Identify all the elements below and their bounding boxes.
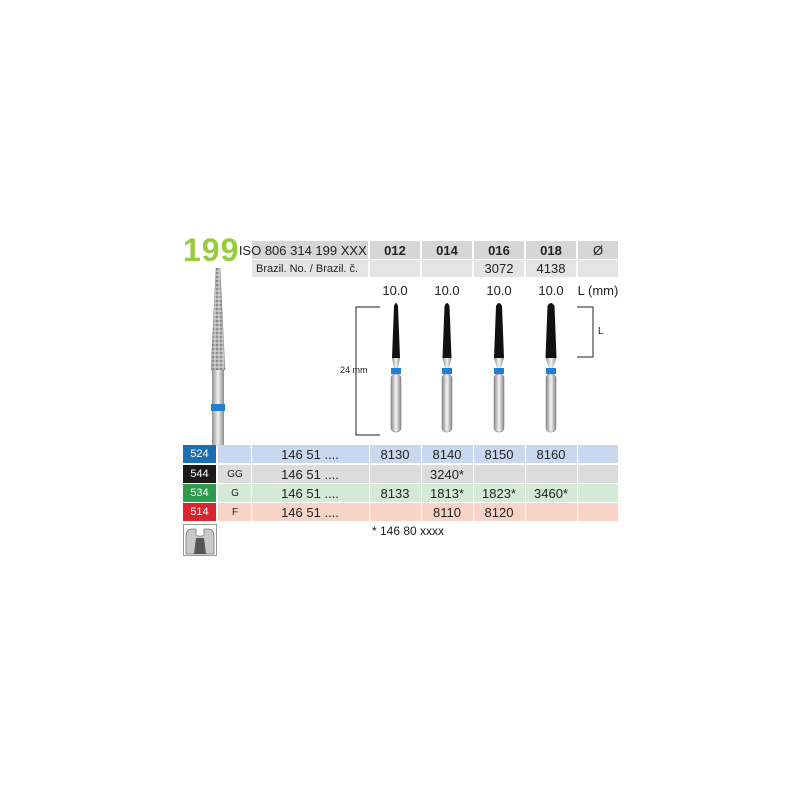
length-value: 10.0 xyxy=(486,282,512,298)
length-value: 10.0 xyxy=(382,282,408,298)
column-divider xyxy=(369,465,370,483)
column-divider xyxy=(525,445,526,463)
column-divider xyxy=(369,484,370,502)
brazil-value xyxy=(370,260,420,277)
diameter-symbol: Ø xyxy=(578,241,618,259)
table-row xyxy=(218,484,618,502)
column-divider xyxy=(473,503,474,521)
table-cell xyxy=(370,465,420,483)
column-divider xyxy=(577,484,578,502)
column-divider xyxy=(473,484,474,502)
model-number: 199 xyxy=(183,232,240,268)
brazil-value: 3072 xyxy=(474,260,524,277)
column-divider xyxy=(525,503,526,521)
bur-016-icon xyxy=(493,303,505,433)
column-divider xyxy=(525,465,526,483)
size-014: 014 xyxy=(422,241,472,259)
table-cell: 8130 xyxy=(380,446,410,462)
bur-014-icon xyxy=(441,303,453,433)
length-value: 10.0 xyxy=(538,282,564,298)
column-divider xyxy=(577,445,578,463)
working-length-bracket xyxy=(577,306,594,358)
column-divider xyxy=(421,503,422,521)
table-cell: 8140 xyxy=(432,446,462,462)
reference-number: 146 51 .... xyxy=(281,485,339,501)
series-code-badge: 514 xyxy=(183,503,216,521)
brazil-label: Brazil. No. / Brazil. č. xyxy=(252,260,368,277)
table-cell: 1813* xyxy=(430,485,464,501)
iso-label: ISO 806 314 199 XXX ... xyxy=(238,241,382,259)
reference-number: 146 51 .... xyxy=(281,504,339,520)
table-cell: 3240* xyxy=(430,466,464,482)
total-length-label: 24 mm xyxy=(340,365,368,375)
brazil-empty xyxy=(578,260,618,277)
grit-label: GG xyxy=(227,468,243,480)
brazil-value xyxy=(422,260,472,277)
grit-label: F xyxy=(231,506,239,518)
series-code-badge: 534 xyxy=(183,484,216,502)
column-divider xyxy=(473,445,474,463)
size-018: 018 xyxy=(526,241,576,259)
table-cell: 8110 xyxy=(433,504,461,520)
column-divider xyxy=(251,484,252,502)
table-row xyxy=(218,445,618,463)
diamond-bur-icon xyxy=(210,268,226,446)
table-cell xyxy=(474,465,524,483)
footnote: * 146 80 xxxx xyxy=(372,524,445,538)
tooth-crown-prep-icon xyxy=(183,524,217,556)
column-divider xyxy=(421,465,422,483)
table-cell xyxy=(370,503,420,521)
column-divider xyxy=(369,503,370,521)
brazil-value: 4138 xyxy=(526,260,576,277)
column-divider xyxy=(369,445,370,463)
bur-018-icon xyxy=(545,303,557,433)
table-cell: 8150 xyxy=(484,446,514,462)
table-row xyxy=(218,503,618,521)
table-cell: 8160 xyxy=(536,446,566,462)
table-cell: 3460* xyxy=(534,485,568,501)
size-012: 012 xyxy=(370,241,420,259)
bur-012-icon xyxy=(390,303,402,433)
table-cell: 1823* xyxy=(482,485,516,501)
column-divider xyxy=(577,503,578,521)
table-cell xyxy=(526,503,576,521)
column-divider xyxy=(421,445,422,463)
table-cell: 8133 xyxy=(380,485,410,501)
table-cell xyxy=(526,465,576,483)
grit-label: G xyxy=(231,487,239,499)
column-divider xyxy=(525,484,526,502)
length-unit: L (mm) xyxy=(577,282,619,298)
column-divider xyxy=(251,465,252,483)
total-length-bracket xyxy=(355,306,380,436)
series-code-badge: 544 xyxy=(183,465,216,483)
column-divider xyxy=(421,484,422,502)
length-value: 10.0 xyxy=(434,282,460,298)
column-divider xyxy=(473,465,474,483)
reference-number: 146 51 .... xyxy=(281,466,339,482)
column-divider xyxy=(251,503,252,521)
reference-number: 146 51 .... xyxy=(281,446,339,462)
size-016: 016 xyxy=(474,241,524,259)
table-row xyxy=(218,465,618,483)
column-divider xyxy=(251,445,252,463)
series-code-badge: 524 xyxy=(183,445,216,463)
grit-label xyxy=(218,445,252,463)
column-divider xyxy=(577,465,578,483)
table-cell: 8120 xyxy=(484,504,514,520)
working-length-label: L xyxy=(598,326,604,337)
